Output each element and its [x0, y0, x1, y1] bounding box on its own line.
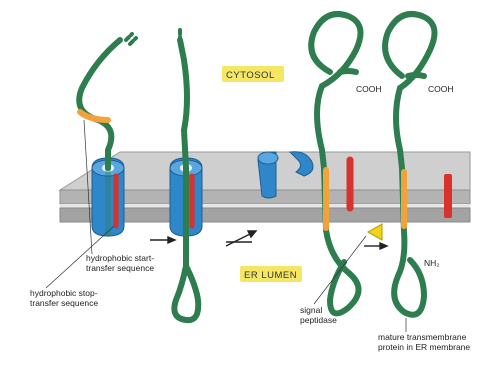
signal-peptidase-icon [368, 224, 382, 240]
nh2-label: NH₂ [424, 258, 440, 268]
free-stop-segment [444, 174, 452, 218]
er-lumen-label: ER LUMEN [244, 270, 297, 281]
mature-protein-label-1: mature transmembrane [378, 332, 467, 342]
mature-protein-label-2: protein in ER membrane [378, 342, 470, 352]
cooh-label-2: COOH [428, 84, 454, 94]
signal-peptidase-label-1: signal [300, 305, 322, 315]
stop-transfer-label-2: transfer sequence [30, 298, 98, 308]
start-transfer-label-2: transfer sequence [86, 263, 154, 273]
start-transfer-label-1: hydrophobic start- [86, 253, 154, 263]
stop-transfer-label-1: hydrophobic stop- [30, 288, 98, 298]
cytosol-label: CYTOSOL [226, 70, 275, 81]
signal-peptidase-label-2: peptidase [300, 315, 337, 325]
start-transfer-segment [80, 112, 108, 120]
cooh-label-1: COOH [356, 84, 382, 94]
